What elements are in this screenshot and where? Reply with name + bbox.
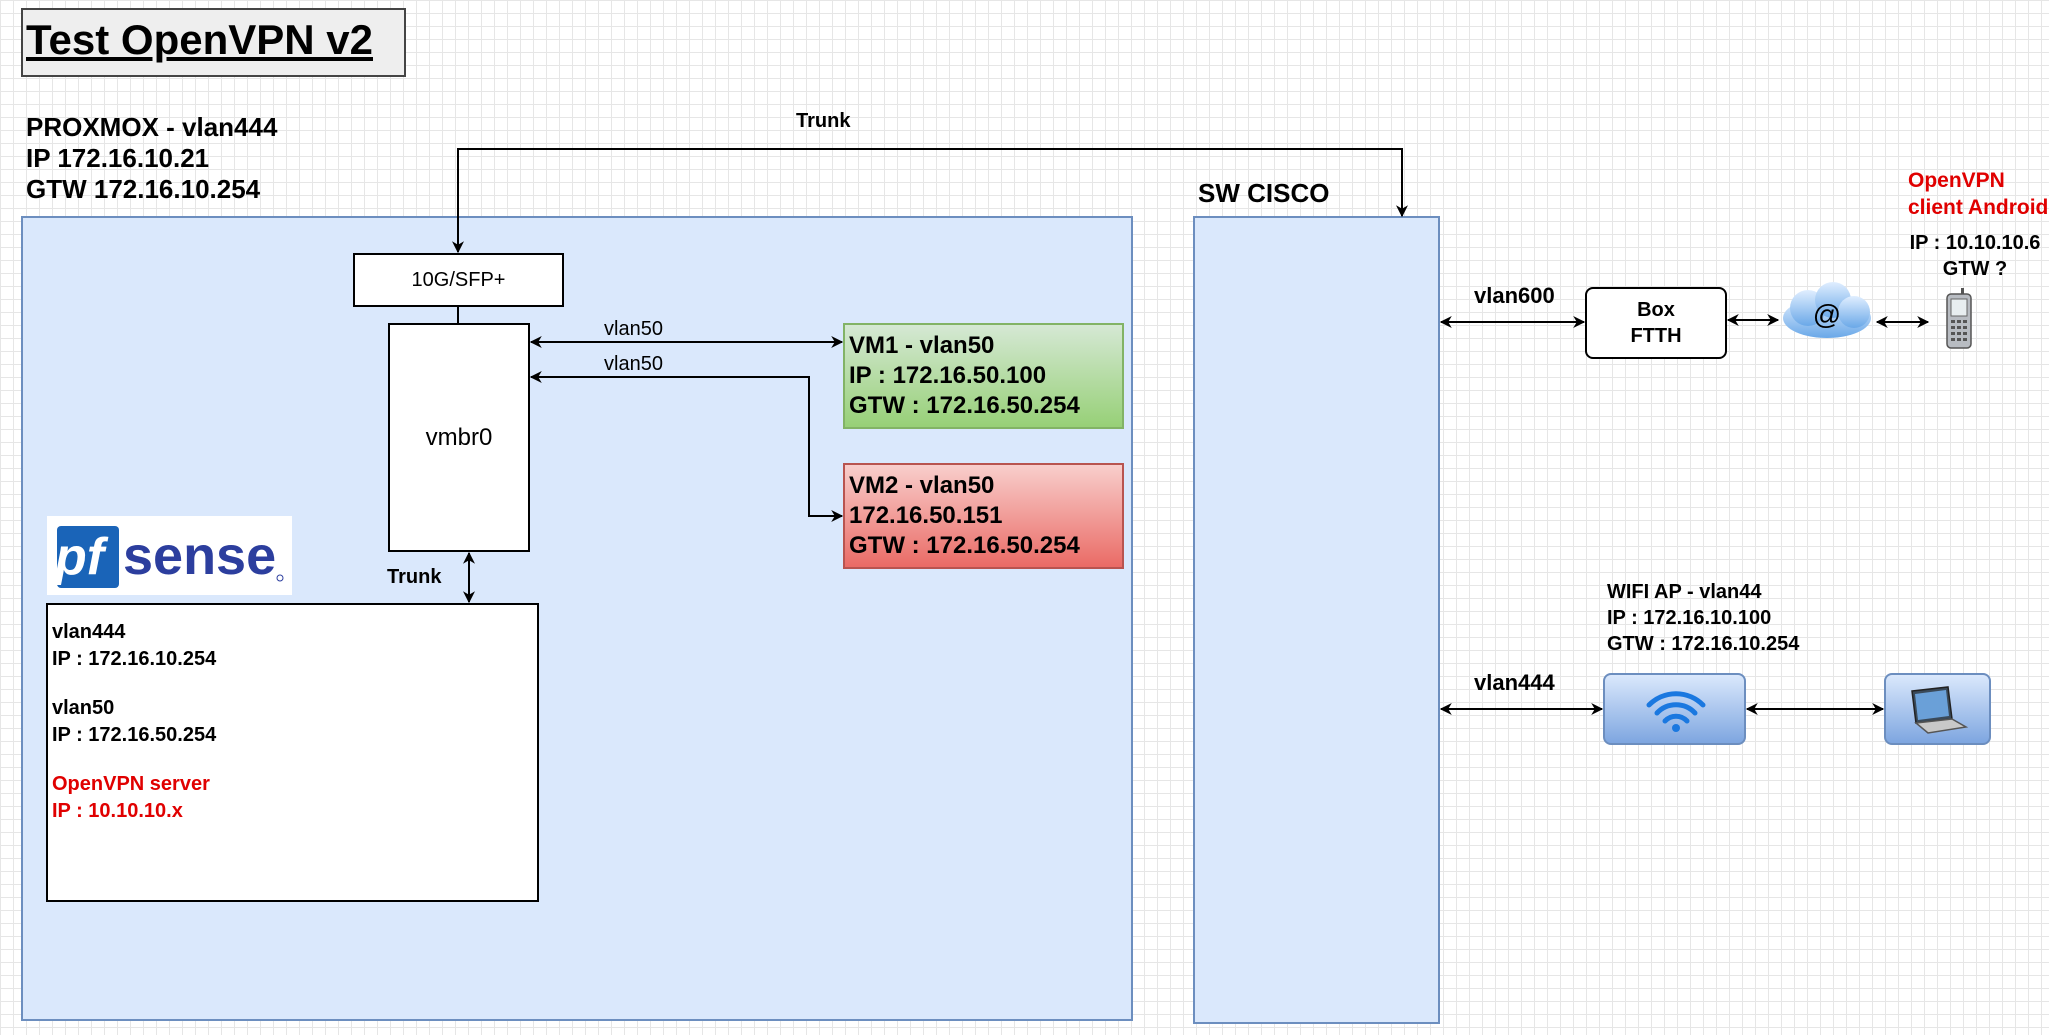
pfsense-logo-sense: sense [123, 526, 276, 586]
wifi-ap-label: WIFI AP - vlan44 IP : 172.16.10.100 GTW … [1607, 579, 1799, 657]
trunk-bottom-label: Trunk [387, 566, 442, 588]
phone-icon [1946, 288, 1972, 349]
android-ip-label: IP : 10.10.10.6 GTW ? [1905, 230, 2045, 282]
cloud-icon: @ [1783, 282, 1871, 338]
pfsense-openvpn-name: OpenVPN server [52, 773, 210, 795]
pfsense-vlan444-ip: IP : 172.16.10.254 [52, 648, 217, 670]
vmbr0-bridge-node[interactable]: vmbr0 [388, 323, 530, 552]
wifi-icon [1646, 691, 1706, 732]
vm1-line: GTW : 172.16.50.254 [849, 392, 1080, 419]
android-gtw: GTW ? [1942, 258, 2008, 280]
wifi-ap-line: IP : 172.16.10.100 [1607, 607, 1772, 629]
pfsense-openvpn-ip: IP : 10.10.10.x [52, 800, 183, 822]
android-phone[interactable] [1941, 286, 1975, 350]
laptop-icon [1911, 686, 1969, 734]
android-ip: IP : 10.10.10.6 [1909, 232, 2041, 254]
vm2-line: VM2 - vlan50 [849, 472, 995, 499]
internet-cloud[interactable]: @ [1778, 280, 1876, 346]
vmbr-label: vmbr0 [425, 423, 493, 451]
vm1-line: IP : 172.16.50.100 [849, 362, 1047, 389]
vm2-line: 172.16.50.151 [849, 502, 1003, 529]
vm2-line: GTW : 172.16.50.254 [849, 532, 1080, 559]
laptop-node[interactable] [1884, 673, 1991, 745]
vm1-link-label: vlan50 [604, 318, 663, 340]
sfp-interface-node[interactable]: 10G/SFP+ [353, 253, 564, 307]
cisco-switch-container[interactable] [1193, 216, 1440, 1024]
vm2-node[interactable]: VM2 - vlan50 172.16.50.151 GTW : 172.16.… [843, 463, 1124, 569]
vm1-node[interactable]: VM1 - vlan50 IP : 172.16.50.100 GTW : 17… [843, 323, 1124, 429]
vlan600-label: vlan600 [1474, 283, 1555, 308]
android-name-line: OpenVPN [1908, 169, 2005, 192]
page-title: Test OpenVPN v2 [26, 16, 373, 63]
android-client-label: OpenVPN client Android [1908, 167, 2048, 221]
vlan444-label: vlan444 [1474, 670, 1555, 695]
sfp-label: 10G/SFP+ [411, 268, 506, 291]
proxmox-label: PROXMOX - vlan444 IP 172.16.10.21 GTW 17… [26, 112, 277, 205]
title-box [21, 8, 406, 77]
vm2-link-label: vlan50 [604, 353, 663, 375]
box-ftth-node[interactable]: Box FTTH [1585, 287, 1727, 359]
proxmox-line: PROXMOX - vlan444 [26, 112, 278, 142]
pfsense-logo: pf sense [47, 516, 292, 595]
wifi-ap-line: GTW : 172.16.10.254 [1607, 633, 1800, 655]
wifi-ap-node[interactable] [1603, 673, 1746, 745]
pfsense-logo-pf: pf [53, 528, 109, 586]
proxmox-line: IP 172.16.10.21 [26, 143, 210, 173]
vm1-line: VM1 - vlan50 [849, 332, 995, 359]
android-name-line: client Android [1908, 196, 2049, 219]
wifi-ap-line: WIFI AP - vlan44 [1607, 581, 1762, 603]
pfsense-logo-icon: pf sense [53, 526, 284, 588]
pfsense-node[interactable]: vlan444 IP : 172.16.10.254 vlan50 IP : 1… [46, 603, 539, 902]
pfsense-vlan444-name: vlan444 [52, 621, 126, 643]
trunk-top-label: Trunk [796, 110, 851, 132]
box-ftth-line: Box [1637, 299, 1675, 321]
cisco-switch-label: SW CISCO [1198, 178, 1330, 208]
proxmox-line: GTW 172.16.10.254 [26, 174, 261, 204]
pfsense-vlan50-ip: IP : 172.16.50.254 [52, 724, 217, 746]
box-ftth-line: FTTH [1630, 325, 1682, 347]
pfsense-vlan50-name: vlan50 [52, 697, 115, 719]
internet-symbol: @ [1813, 299, 1841, 330]
